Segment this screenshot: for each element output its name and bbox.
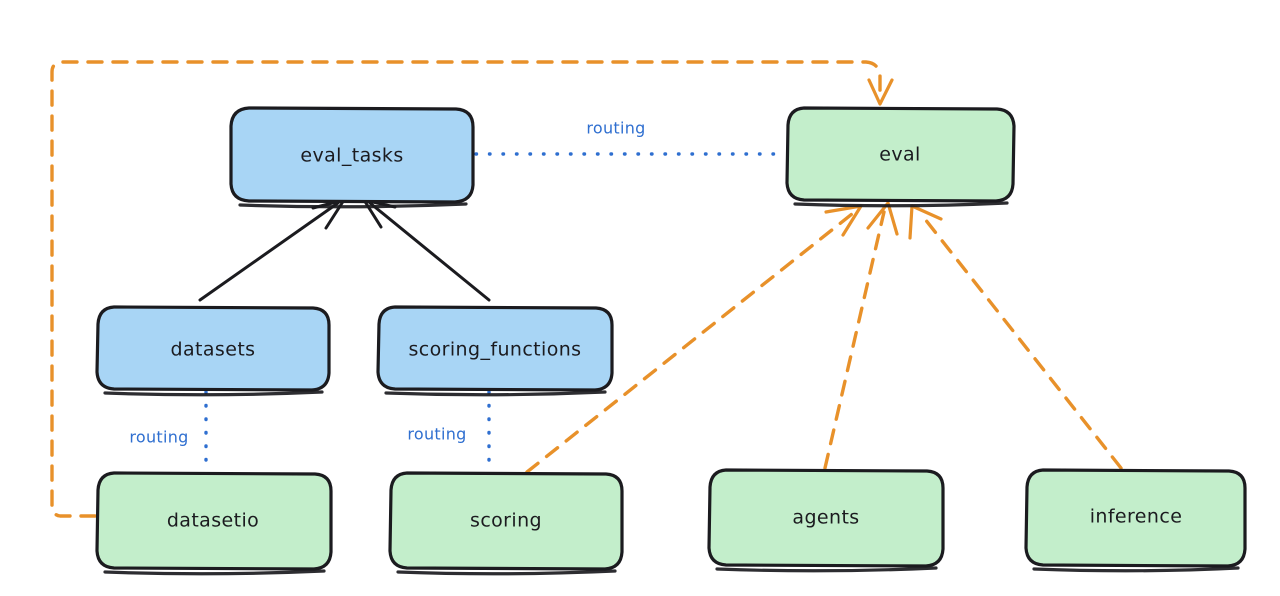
- edge-inference-eval: [908, 204, 1123, 470]
- node-eval[interactable]: eval: [785, 106, 1016, 208]
- node-inference-box: [1024, 468, 1247, 568]
- node-eval_tasks-label: eval_tasks: [300, 145, 403, 167]
- node-inference-label: inference: [1090, 506, 1183, 528]
- node-agents-box: [707, 468, 945, 568]
- edge-scoring_functions-eval_tasks-path: [368, 201, 491, 302]
- node-scoring[interactable]: scoring: [388, 471, 624, 576]
- edge-label-routing-datasets-datasetio: routing: [129, 428, 188, 447]
- node-agents[interactable]: agents: [707, 468, 945, 573]
- edge-datasets-eval_tasks-path: [198, 201, 340, 302]
- node-scoring-underline: [396, 569, 617, 576]
- edge-datasets-eval_tasks-arrowhead: [311, 198, 346, 230]
- node-eval_tasks-box: [229, 106, 475, 204]
- edge-eval_tasks-eval: routing: [474, 119, 786, 156]
- node-eval-box: [785, 106, 1016, 203]
- node-scoring_functions-box: [376, 305, 614, 392]
- node-scoring_functions[interactable]: scoring_functions: [376, 305, 614, 397]
- edge-datasets-eval_tasks: [198, 198, 346, 302]
- node-datasets-label: datasets: [171, 339, 256, 361]
- node-scoring_functions-label: scoring_functions: [409, 339, 582, 361]
- edge-scoring_functions-eval_tasks-arrowhead: [362, 198, 397, 229]
- edge-agents-eval-path: [823, 210, 886, 470]
- node-eval-label: eval: [879, 144, 920, 166]
- edge-datasetio-eval: [50, 60, 894, 518]
- node-eval-underline: [793, 201, 1009, 208]
- node-scoring-box: [388, 471, 624, 571]
- node-agents-label: agents: [792, 507, 859, 529]
- node-datasets[interactable]: datasets: [95, 305, 331, 397]
- node-eval_tasks-underline: [238, 202, 468, 209]
- node-datasets-box: [95, 305, 331, 392]
- edge-label-routing-scoring_functions-scoring: routing: [407, 425, 466, 444]
- edge-datasetio-eval-path: [50, 60, 882, 518]
- node-datasetio-box: [95, 471, 333, 571]
- node-inference-underline: [1032, 566, 1240, 573]
- node-datasetio[interactable]: datasetio: [95, 471, 333, 576]
- node-scoring_functions-underline: [384, 390, 607, 397]
- edge-inference-eval-path: [919, 212, 1123, 470]
- node-scoring-label: scoring: [470, 510, 542, 532]
- edge-scoring_functions-eval_tasks: [362, 198, 491, 302]
- edge-scoring_functions-scoring: routing: [407, 390, 491, 472]
- edge-scoring-eval-path: [525, 212, 854, 474]
- edge-agents-eval: [823, 201, 899, 470]
- node-datasetio-underline: [103, 569, 326, 576]
- edge-agents-eval-arrowhead: [866, 201, 899, 236]
- edge-datasetio-eval-arrowhead: [867, 78, 894, 106]
- node-datasets-underline: [103, 390, 324, 397]
- node-agents-underline: [715, 566, 938, 573]
- edge-label-routing-eval_tasks-eval: routing: [586, 119, 645, 138]
- node-inference[interactable]: inference: [1024, 468, 1247, 573]
- node-datasetio-label: datasetio: [167, 510, 259, 532]
- node-eval_tasks[interactable]: eval_tasks: [229, 106, 475, 209]
- edge-datasets-datasetio: routing: [129, 390, 208, 472]
